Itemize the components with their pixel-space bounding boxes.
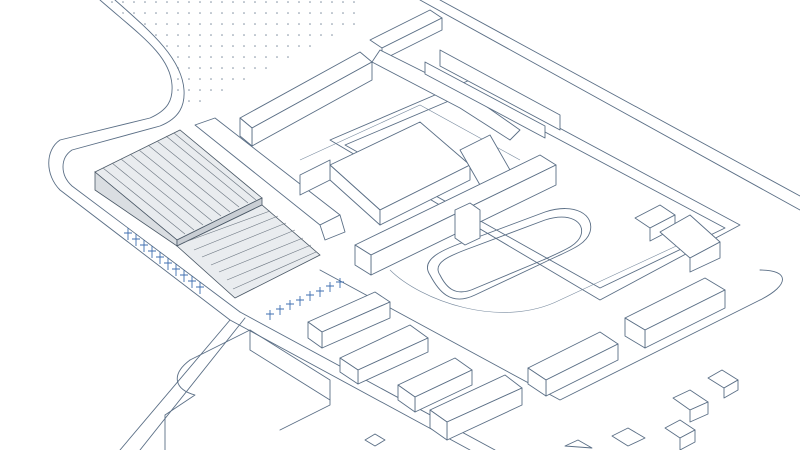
south-bar-building: [354, 154, 557, 276]
tree-row-west: [124, 228, 204, 294]
tree-row-south: [266, 278, 344, 320]
east-buildings: [634, 204, 721, 273]
central-hall: [299, 121, 511, 226]
south-row-houses: [307, 277, 726, 441]
north-barracks: [194, 9, 561, 241]
running-track: [389, 208, 701, 313]
small-houses: [364, 369, 739, 450]
dotted-field: [100, 0, 365, 110]
southwest-hall: [164, 329, 331, 450]
highlighted-factory: [94, 129, 321, 299]
